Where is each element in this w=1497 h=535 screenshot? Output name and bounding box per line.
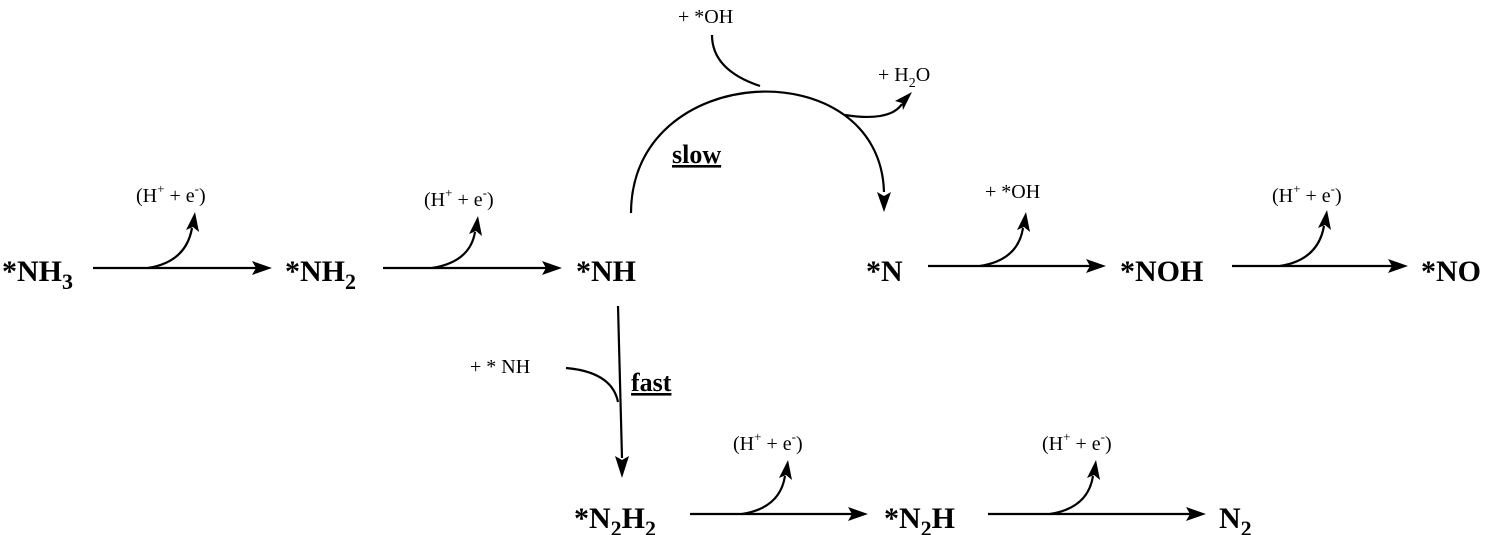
reagent-proton-electron-1: (H+ + e-): [136, 181, 206, 207]
label-fast: fast: [631, 368, 672, 397]
arrow-nh2-to-nh: [383, 216, 562, 275]
reagent-proton-electron-4: (H+ + e-): [733, 429, 803, 455]
reagent-proton-electron-2: (H+ + e-): [424, 185, 494, 211]
species-no: *NO: [1421, 255, 1481, 288]
species-n2: N2: [1219, 502, 1252, 535]
reagent-oh-n: + *OH: [985, 181, 1040, 203]
reagent-proton-electron-3: (H+ + e-): [1272, 181, 1342, 207]
arrow-n2h-to-n2: [988, 460, 1206, 521]
arrow-n2h2-to-n2h: [690, 460, 868, 521]
reagent-h2o: + H2O: [878, 64, 930, 91]
species-n: *N: [866, 255, 903, 288]
species-nh3: *NH3: [2, 255, 73, 294]
reagent-proton-electron-5: (H+ + e-): [1042, 429, 1112, 455]
species-nh: *NH: [576, 255, 636, 288]
arrow-slow-arc: [629, 34, 912, 214]
arrow-n-to-noh: [928, 212, 1106, 273]
reagent-nh-add: + * NH: [470, 356, 530, 378]
species-nh2: *NH2: [285, 255, 356, 294]
arrow-noh-to-no: [1232, 210, 1408, 273]
arrow-fast-vertical: [565, 305, 629, 478]
species-noh: *NOH: [1120, 255, 1203, 288]
species-n2h2: *N2H2: [574, 502, 656, 535]
reagent-oh-top: + *OH: [678, 6, 733, 28]
species-n2h: *N2H: [884, 502, 955, 535]
label-slow: slow: [672, 140, 721, 169]
arrow-nh3-to-nh2: [93, 212, 272, 275]
